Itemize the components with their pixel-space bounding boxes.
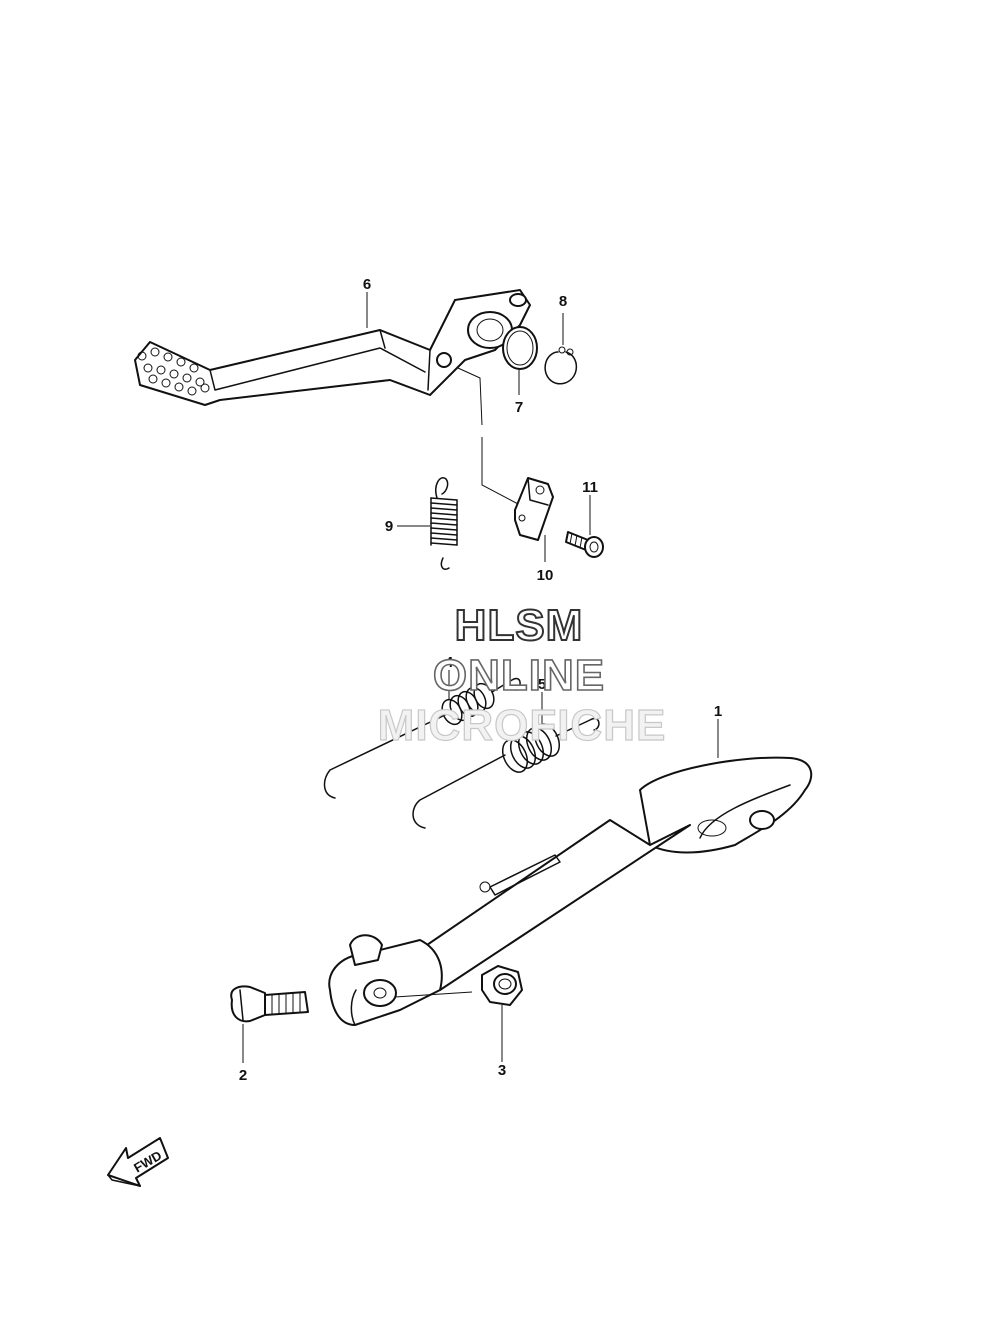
part-label-2: 2 (239, 1067, 247, 1084)
part-label-10: 10 (537, 567, 554, 584)
assembly-line-3 (394, 991, 473, 998)
spring-bracket-drawing[interactable] (514, 477, 554, 541)
o-ring-drawing[interactable] (502, 326, 538, 370)
spring-4-drawing[interactable] (323, 677, 521, 799)
part-label-6: 6 (363, 276, 371, 293)
stand-bolt-drawing[interactable] (230, 985, 309, 1023)
part-label-4: 4 (445, 654, 454, 671)
brake-pedal-drawing[interactable] (134, 289, 531, 406)
watermark-line-1: HLSM (455, 601, 584, 650)
part-label-3: 3 (498, 1062, 506, 1079)
part-label-5: 5 (538, 676, 546, 693)
circlip-drawing[interactable] (544, 346, 578, 385)
bracket-bolt-drawing[interactable] (565, 531, 604, 558)
fwd-arrow-icon (107, 1137, 169, 1187)
spring-5-drawing[interactable] (412, 717, 600, 829)
return-spring-drawing[interactable] (430, 477, 458, 570)
watermark-line-3: MICROFICHE (378, 701, 667, 750)
stand-nut-drawing[interactable] (481, 965, 523, 1006)
part-label-7: 7 (515, 399, 523, 416)
part-label-8: 8 (559, 293, 567, 310)
part-label-1: 1 (714, 703, 722, 720)
part-label-9: 9 (385, 518, 393, 535)
watermark-line-2: ONLINE (433, 651, 605, 700)
assembly-guide-line (457, 367, 521, 506)
part-label-11: 11 (582, 479, 598, 496)
side-stand-drawing[interactable] (328, 756, 813, 1026)
